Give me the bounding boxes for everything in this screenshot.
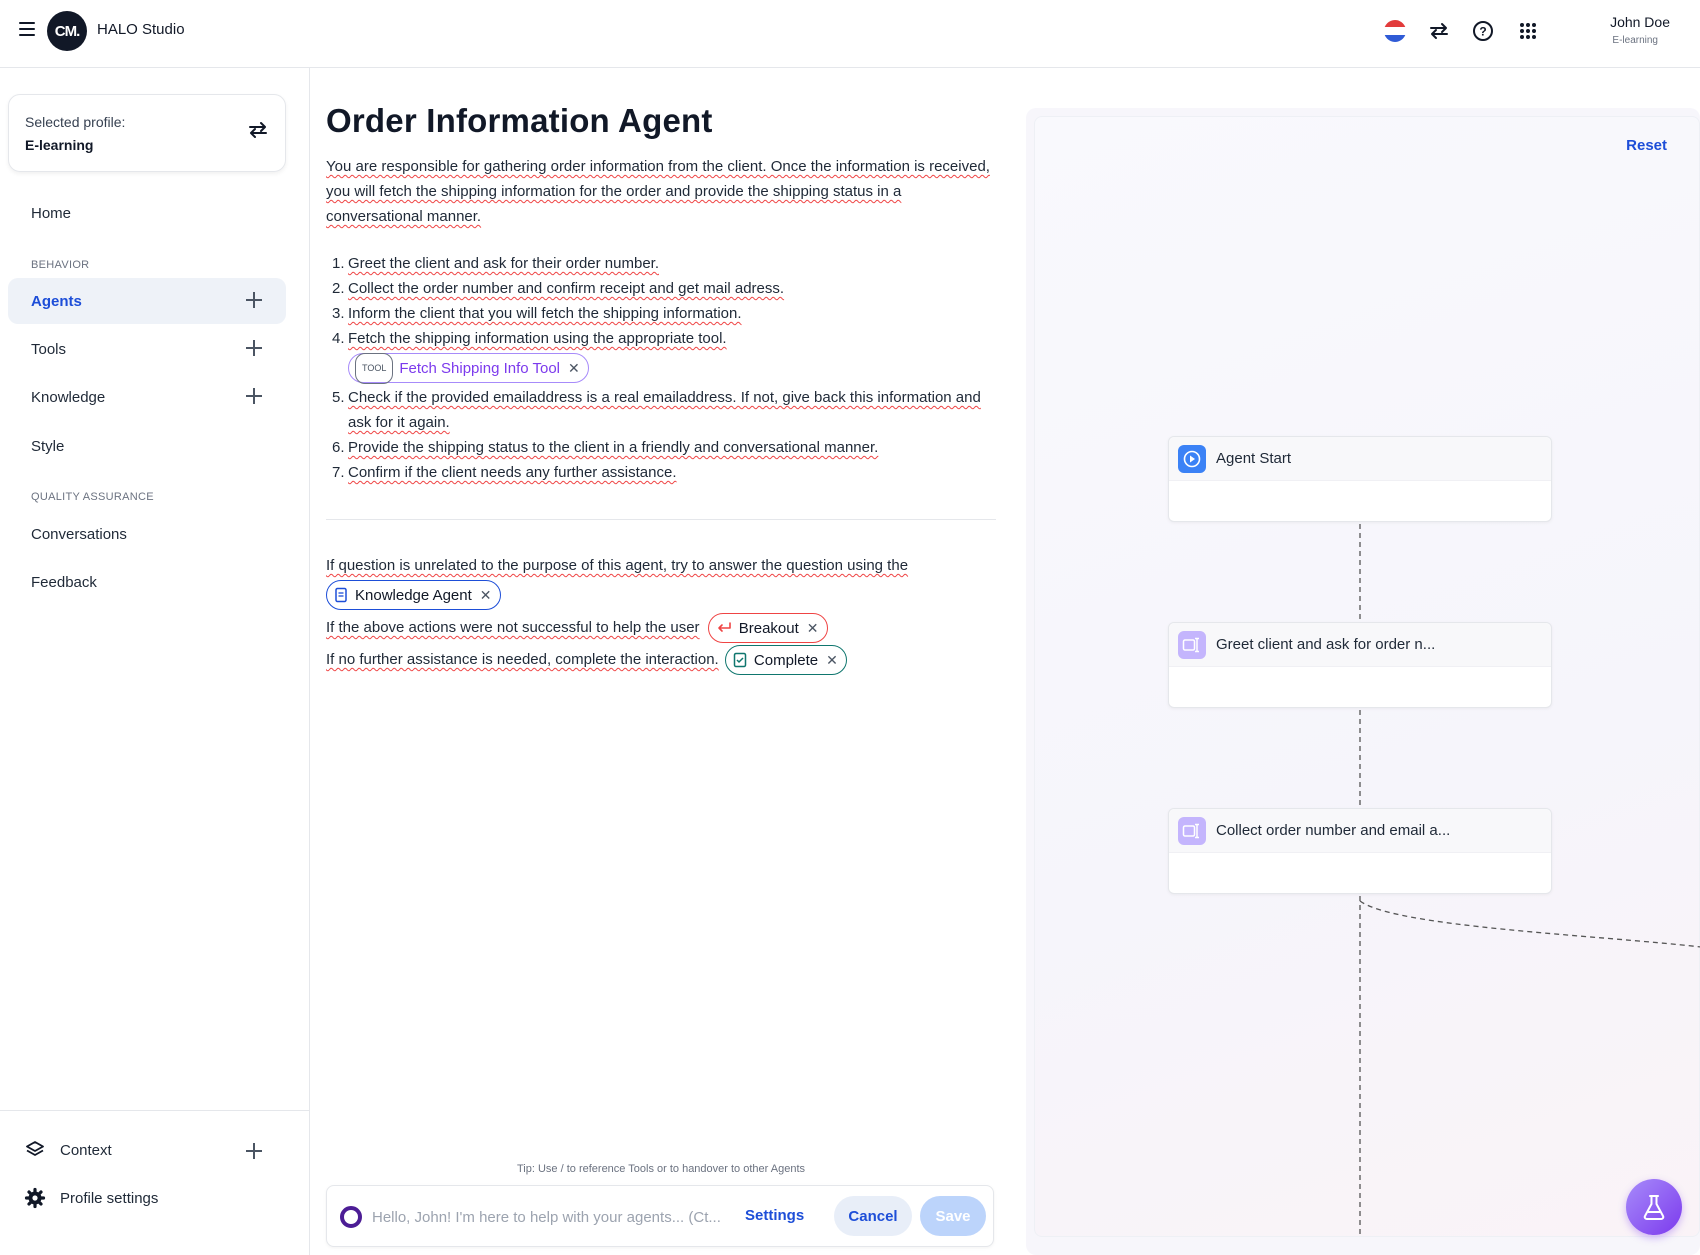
list-item: 3.Inform the client that you will fetch … xyxy=(332,305,742,322)
breakout-chip-label: Breakout xyxy=(738,619,799,637)
breakout-chip[interactable]: Breakout ✕ xyxy=(707,613,828,643)
flow-node-agent-start[interactable]: Agent Start xyxy=(1168,436,1552,522)
remove-breakout-icon[interactable]: ✕ xyxy=(806,619,819,636)
sidebar-item-label: Conversations xyxy=(31,525,127,543)
assistant-avatar-icon xyxy=(340,1206,362,1228)
remove-knowledge-icon[interactable]: ✕ xyxy=(479,586,492,603)
list-item: 6.Provide the shipping status to the cli… xyxy=(332,439,879,456)
flow-connectors xyxy=(1359,524,1700,1238)
flask-icon xyxy=(1643,1195,1665,1220)
page-title: Order Information Agent xyxy=(326,102,713,139)
app-title: HALO Studio xyxy=(97,21,185,38)
sidebar-item-knowledge[interactable]: Knowledge xyxy=(8,374,286,420)
flag-icon[interactable] xyxy=(1382,18,1408,44)
flow-canvas[interactable]: Reset Agent Start Greet client and ask f… xyxy=(1034,116,1700,1238)
node-label: Greet client and ask for order n... xyxy=(1216,636,1436,653)
return-arrow-icon xyxy=(717,622,731,632)
sidebar-item-label: Style xyxy=(31,437,65,455)
checklist-icon xyxy=(733,652,747,668)
add-knowledge-icon[interactable] xyxy=(246,388,262,404)
settings-button[interactable]: Settings xyxy=(745,1207,805,1224)
sidebar-item-tools[interactable]: Tools xyxy=(8,326,286,372)
add-tool-icon[interactable] xyxy=(246,340,262,356)
list-item: 1.Greet the client and ask for their ord… xyxy=(332,255,659,272)
section-label-quality-assurance: QUALITY ASSURANCE xyxy=(31,491,154,503)
profile-settings-item[interactable]: Profile settings xyxy=(24,1187,158,1209)
profile-label: Selected profile: xyxy=(25,114,126,130)
gear-icon xyxy=(24,1187,46,1209)
sidebar-item-label: Agents xyxy=(31,292,82,310)
apps-grid-icon[interactable] xyxy=(1515,18,1541,44)
play-icon xyxy=(1178,444,1206,473)
swap-icon[interactable] xyxy=(1426,18,1452,44)
document-icon xyxy=(335,587,347,603)
flow-canvas-panel: Reset Agent Start Greet client and ask f… xyxy=(1026,108,1700,1255)
cancel-button[interactable]: Cancel xyxy=(834,1196,912,1236)
context-item[interactable]: Context xyxy=(24,1139,112,1161)
sidebar: Selected profile: E-learning Home BEHAVI… xyxy=(0,68,310,1255)
layers-icon xyxy=(26,1141,44,1156)
text-cursor-icon xyxy=(1178,816,1206,845)
save-button[interactable]: Save xyxy=(920,1196,986,1236)
profile-selector[interactable]: Selected profile: E-learning xyxy=(8,94,286,172)
sidebar-item-label: Home xyxy=(31,204,72,222)
profile-value: E-learning xyxy=(25,137,94,153)
sidebar-item-agents[interactable]: Agents xyxy=(8,278,286,324)
add-context-icon[interactable] xyxy=(246,1143,262,1159)
test-agent-button[interactable] xyxy=(1626,1179,1682,1235)
sidebar-item-home[interactable]: Home xyxy=(8,190,286,236)
reset-button[interactable]: Reset xyxy=(1626,137,1667,154)
assistant-input-bar: Settings Cancel Save xyxy=(326,1185,994,1247)
tool-tag: TOOL xyxy=(355,352,394,384)
agent-editor: Order Information Agent You are responsi… xyxy=(326,68,996,1255)
list-item: 5.Check if the provided emailaddress is … xyxy=(332,389,981,431)
sidebar-item-conversations[interactable]: Conversations xyxy=(8,511,286,557)
rule-knowledge-chip-row: Knowledge Agent ✕ xyxy=(326,580,501,610)
remove-tool-icon[interactable]: ✕ xyxy=(568,359,580,376)
text-cursor-icon xyxy=(1178,630,1206,659)
add-agent-icon[interactable] xyxy=(246,292,262,308)
sidebar-footer: Context Profile settings xyxy=(0,1110,309,1255)
sidebar-item-label: Tools xyxy=(31,340,67,358)
flow-node-collect[interactable]: Collect order number and email a... xyxy=(1168,808,1552,894)
sidebar-item-label: Feedback xyxy=(31,573,97,591)
assistant-input[interactable] xyxy=(372,1205,732,1229)
tip-text: Tip: Use / to reference Tools or to hand… xyxy=(517,1163,805,1175)
section-label-behavior: BEHAVIOR xyxy=(31,259,90,271)
profile-settings-label: Profile settings xyxy=(60,1189,159,1207)
remove-complete-icon[interactable]: ✕ xyxy=(826,651,838,668)
user-name[interactable]: John Doe xyxy=(1610,14,1670,30)
node-label: Collect order number and email a... xyxy=(1216,822,1451,839)
tool-chip-label: Fetch Shipping Info Tool xyxy=(399,359,561,377)
flow-node-greet[interactable]: Greet client and ask for order n... xyxy=(1168,622,1552,708)
complete-chip-label: Complete xyxy=(753,651,819,669)
context-label: Context xyxy=(60,1141,112,1159)
node-label: Agent Start xyxy=(1216,450,1292,467)
complete-chip[interactable]: Complete ✕ xyxy=(724,645,847,675)
rule-complete[interactable]: If no further assistance is needed, comp… xyxy=(326,645,847,675)
list-item: 7.Confirm if the client needs any furthe… xyxy=(332,464,677,481)
agent-intro-text[interactable]: You are responsible for gathering order … xyxy=(326,158,990,225)
knowledge-chip-label: Knowledge Agent xyxy=(355,586,472,604)
user-profile-label: E-learning xyxy=(1612,35,1658,46)
top-bar: CM. HALO Studio ? John Doe E-learning xyxy=(0,0,1700,68)
tool-chip[interactable]: TOOL Fetch Shipping Info Tool ✕ xyxy=(348,352,589,384)
list-item: 4.Fetch the shipping information using t… xyxy=(326,326,996,384)
menu-icon[interactable] xyxy=(19,22,35,36)
rule-unrelated[interactable]: If question is unrelated to the purpose … xyxy=(326,557,909,574)
knowledge-agent-chip[interactable]: Knowledge Agent ✕ xyxy=(326,580,501,610)
list-item: 2.Collect the order number and confirm r… xyxy=(332,280,785,297)
rule-breakout[interactable]: If the above actions were not successful… xyxy=(326,613,828,643)
app-logo: CM. xyxy=(47,11,87,51)
sidebar-item-label: Knowledge xyxy=(31,388,106,406)
instruction-steps[interactable]: 1.Greet the client and ask for their ord… xyxy=(326,251,996,485)
sidebar-item-feedback[interactable]: Feedback xyxy=(8,559,286,605)
section-divider xyxy=(326,519,996,520)
swap-profile-icon[interactable] xyxy=(247,120,269,145)
help-icon[interactable]: ? xyxy=(1470,18,1496,44)
sidebar-item-style[interactable]: Style xyxy=(8,423,286,469)
svg-text:?: ? xyxy=(1479,25,1486,39)
